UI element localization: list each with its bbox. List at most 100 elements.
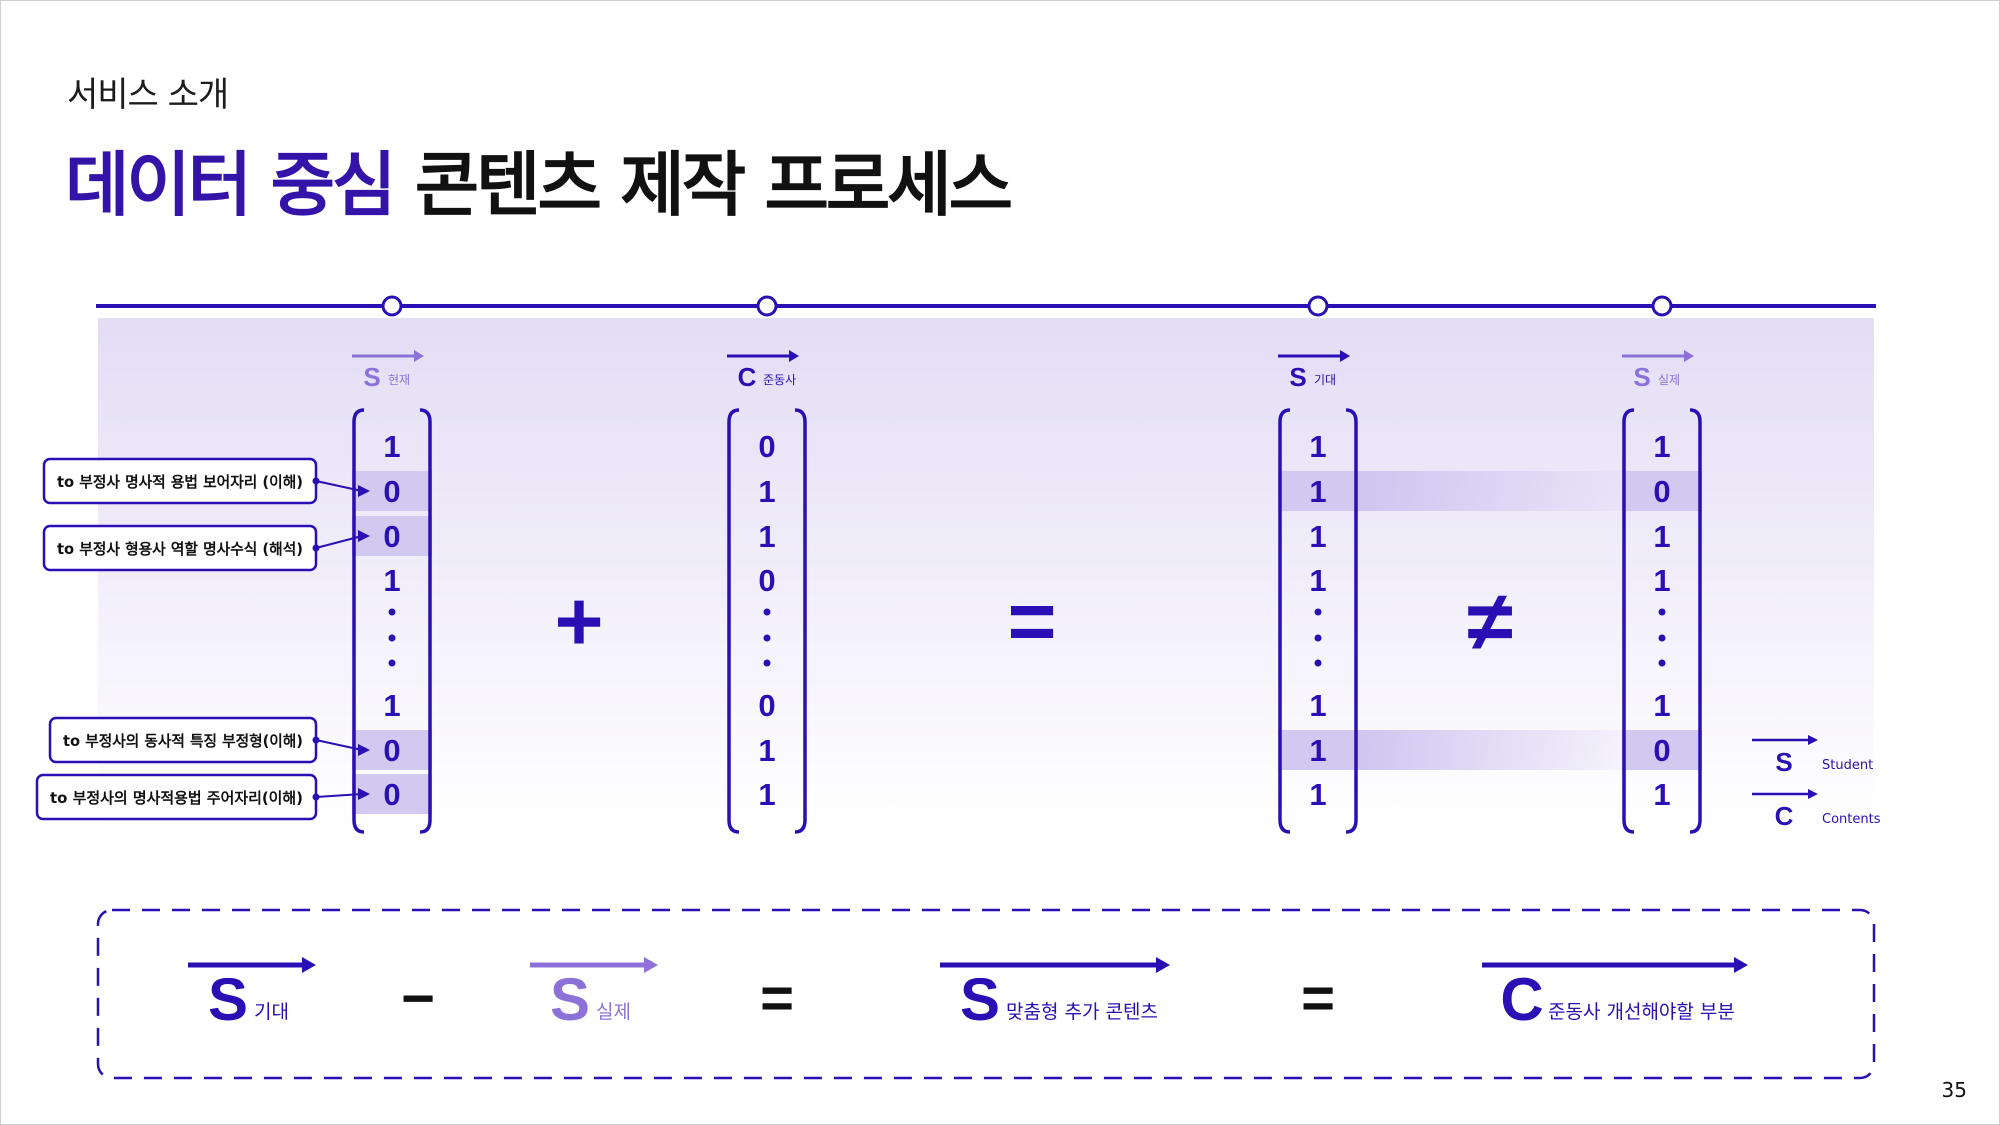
not-equal-operator: ≠ xyxy=(1467,574,1513,668)
vector-subscript: 현재 xyxy=(388,373,410,387)
vector-value: 1 xyxy=(383,688,400,723)
legend-symbol: C xyxy=(1775,801,1794,831)
ellipsis-dot xyxy=(1314,659,1322,667)
vector-value: 1 xyxy=(758,474,775,509)
right-bracket xyxy=(1345,408,1358,834)
timeline-node xyxy=(1307,295,1329,317)
equals-operator: = xyxy=(1007,574,1056,668)
vector-value: 0 xyxy=(383,777,400,812)
formula-symbol: S xyxy=(550,966,590,1033)
annotation-connector xyxy=(315,535,363,549)
vector-value: 1 xyxy=(1653,688,1670,723)
vector-arrowhead xyxy=(1684,350,1694,362)
ellipsis-dot xyxy=(1314,608,1322,616)
annotation-label: to 부정사 명사적 용법 보어자리 (이해) xyxy=(57,473,303,491)
formula-operator: = xyxy=(1301,966,1335,1031)
ellipsis-dot xyxy=(763,659,771,667)
row-highlight xyxy=(1278,471,1358,511)
annotation-arrowhead xyxy=(358,744,370,756)
comparison-highlight-bar xyxy=(1358,730,1622,770)
vector-value: 0 xyxy=(383,474,400,509)
ellipsis-dot xyxy=(388,608,396,616)
vector-value: 0 xyxy=(758,429,775,464)
legend-symbol: S xyxy=(1775,747,1792,777)
annotation-label: to 부정사의 명사적용법 주어자리(이해) xyxy=(50,789,303,807)
vector-subscript: 실제 xyxy=(1658,373,1680,387)
vector-value: 0 xyxy=(383,733,400,768)
ellipsis-dot xyxy=(763,634,771,642)
title-highlight: 데이터 중심 xyxy=(65,144,396,226)
annotation-arrowhead xyxy=(358,530,370,542)
ellipsis-dot xyxy=(388,634,396,642)
ellipsis-dot xyxy=(1658,634,1666,642)
ellipsis-dot xyxy=(388,659,396,667)
annotation-connector xyxy=(315,793,363,798)
formula-subscript: 준동사 개선해야할 부분 xyxy=(1548,1001,1735,1023)
annotation-label: to 부정사 형용사 역할 명사수식 (해석) xyxy=(57,540,303,558)
vector-value: 1 xyxy=(383,429,400,464)
title-rest: 콘텐츠 제작 프로세스 xyxy=(393,144,1013,226)
annotation-connector xyxy=(315,739,363,751)
vector-arrowhead xyxy=(789,350,799,362)
vector-arrowhead xyxy=(1340,350,1350,362)
right-bracket xyxy=(1689,408,1702,834)
comparison-highlight-bar xyxy=(1358,471,1622,511)
formula-symbol: S xyxy=(208,966,248,1033)
vector-value: 0 xyxy=(758,563,775,598)
formula-arrowhead xyxy=(1734,957,1748,973)
vector-value: 1 xyxy=(1309,563,1326,598)
left-bracket xyxy=(1278,408,1291,834)
ellipsis-dot xyxy=(1658,608,1666,616)
annotation-connector xyxy=(315,480,363,492)
left-bracket xyxy=(352,408,365,834)
plus-operator: + xyxy=(554,574,603,668)
vector-value: 1 xyxy=(1309,429,1326,464)
vector-value: 1 xyxy=(1653,777,1670,812)
vector-value: 0 xyxy=(1653,733,1670,768)
legend-arrowhead xyxy=(1808,789,1818,799)
vector-symbol: C xyxy=(738,362,757,392)
vector-value: 1 xyxy=(1653,429,1670,464)
right-bracket xyxy=(794,408,807,834)
formula-box xyxy=(96,908,1876,1080)
legend-label: Contents xyxy=(1822,812,1881,827)
vector-value: 1 xyxy=(1309,688,1326,723)
timeline-node xyxy=(1651,295,1673,317)
timeline-node xyxy=(756,295,778,317)
vector-subscript: 기대 xyxy=(1314,373,1336,387)
vector-value: 1 xyxy=(758,777,775,812)
vector-value: 1 xyxy=(1309,519,1326,554)
timeline-node xyxy=(381,295,403,317)
page-number: 35 xyxy=(1941,1078,1967,1102)
vector-subscript: 준동사 xyxy=(763,373,796,387)
annotation-arrowhead xyxy=(358,788,370,800)
annotation-arrowhead xyxy=(358,485,370,497)
formula-subscript: 기대 xyxy=(254,1001,289,1023)
formula-symbol: C xyxy=(1500,966,1543,1033)
formula-arrowhead xyxy=(1156,957,1170,973)
vector-value: 0 xyxy=(758,688,775,723)
formula-symbol: S xyxy=(960,966,1000,1033)
vector-value: 0 xyxy=(1653,474,1670,509)
vector-symbol: S xyxy=(1633,362,1650,392)
left-bracket xyxy=(1622,408,1635,834)
formula-subscript: 실제 xyxy=(596,1001,631,1023)
ellipsis-dot xyxy=(1314,634,1322,642)
formula-operator: = xyxy=(760,966,794,1031)
right-bracket xyxy=(419,408,432,834)
vector-value: 1 xyxy=(1653,563,1670,598)
page-title: 데이터 중심 콘텐츠 제작 프로세스 xyxy=(65,129,1013,230)
row-highlight xyxy=(1622,471,1702,511)
vector-value: 1 xyxy=(1309,474,1326,509)
legend-arrowhead xyxy=(1808,735,1818,745)
ellipsis-dot xyxy=(763,608,771,616)
vector-symbol: S xyxy=(363,362,380,392)
vector-value: 1 xyxy=(1309,733,1326,768)
formula-operator: − xyxy=(401,966,435,1031)
section-subtitle: 서비스 소개 xyxy=(67,75,229,115)
vector-symbol: S xyxy=(1289,362,1306,392)
row-highlight xyxy=(1278,730,1358,770)
left-bracket xyxy=(727,408,740,834)
